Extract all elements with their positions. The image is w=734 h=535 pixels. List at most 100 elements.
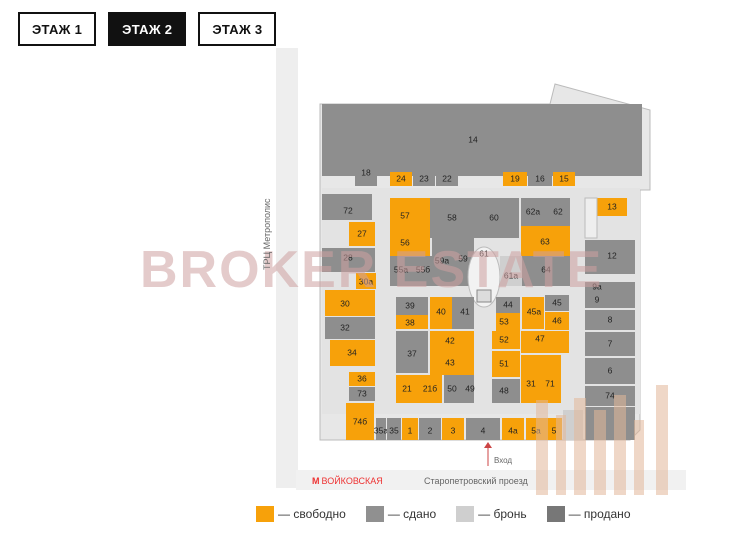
unit[interactable] — [492, 351, 520, 377]
unit[interactable] — [355, 160, 377, 186]
tab-floor-3[interactable]: ЭТАЖ 3 — [198, 12, 277, 46]
unit[interactable] — [521, 355, 541, 403]
unit[interactable] — [325, 317, 375, 339]
unit[interactable] — [452, 297, 474, 329]
unit[interactable] — [390, 234, 430, 256]
unit[interactable] — [430, 351, 474, 375]
unit-label: 45 — [552, 297, 562, 307]
unit-label: 27 — [357, 228, 367, 238]
unit[interactable] — [322, 194, 372, 220]
unit-label: 9а — [592, 281, 602, 291]
unit[interactable] — [430, 198, 475, 238]
unit[interactable] — [496, 313, 520, 331]
unit[interactable] — [585, 282, 635, 292]
unit[interactable] — [522, 297, 544, 329]
unit[interactable] — [597, 198, 627, 216]
unit-label: 59а — [435, 255, 449, 265]
legend-sold: — продано — [546, 506, 631, 522]
legend-label-rented: — сдано — [387, 507, 437, 521]
unit[interactable] — [528, 172, 552, 186]
unit[interactable] — [585, 240, 635, 274]
unit-label: 55а — [394, 264, 408, 274]
street-strip — [276, 48, 298, 488]
unit[interactable] — [492, 331, 520, 349]
unit-label: 3 — [451, 425, 456, 435]
unit[interactable] — [442, 418, 464, 440]
unit[interactable] — [444, 375, 458, 403]
unit[interactable] — [436, 172, 458, 186]
unit[interactable] — [500, 256, 522, 286]
unit[interactable] — [349, 222, 375, 246]
unit[interactable] — [349, 372, 375, 386]
unit-label: 39 — [405, 300, 415, 310]
unit[interactable] — [475, 198, 519, 238]
unit[interactable] — [503, 172, 527, 186]
unit[interactable] — [585, 358, 635, 384]
legend-swatch-reserved — [456, 506, 475, 522]
unit[interactable] — [325, 290, 375, 316]
unit-label: 38 — [405, 317, 415, 327]
unit[interactable] — [419, 418, 441, 440]
unit-label: 6 — [608, 365, 613, 375]
unit-label: 4а — [508, 425, 518, 435]
unit[interactable] — [349, 387, 375, 401]
unit-label: 51 — [499, 358, 509, 368]
unit[interactable] — [466, 418, 500, 440]
tab-floor-1[interactable]: ЭТАЖ 1 — [18, 12, 97, 46]
unit[interactable] — [430, 297, 452, 329]
unit[interactable] — [418, 375, 442, 403]
unit[interactable] — [502, 418, 524, 440]
unit[interactable] — [413, 172, 435, 186]
unit[interactable] — [390, 256, 412, 286]
unit[interactable] — [496, 297, 520, 313]
unit[interactable] — [390, 172, 412, 186]
unit[interactable] — [546, 198, 570, 226]
unit-label: 72 — [343, 205, 353, 215]
unit-label: 42 — [445, 335, 455, 345]
unit[interactable] — [432, 238, 452, 286]
unit-label: 47 — [535, 333, 545, 343]
unit[interactable] — [387, 418, 401, 440]
unit[interactable] — [521, 226, 570, 256]
unit[interactable] — [585, 292, 635, 308]
unit[interactable] — [390, 198, 430, 234]
unit[interactable] — [585, 407, 635, 440]
tab-floor-2[interactable]: ЭТАЖ 2 — [108, 12, 187, 46]
unit[interactable] — [402, 418, 418, 440]
unit-label: 24 — [396, 173, 406, 183]
unit[interactable] — [430, 331, 474, 351]
unit[interactable] — [585, 310, 635, 330]
unit[interactable] — [521, 198, 546, 226]
unit[interactable] — [396, 297, 428, 315]
unit[interactable] — [396, 375, 418, 403]
unit[interactable] — [396, 331, 428, 373]
watermark-bars — [536, 385, 668, 495]
legend-swatch-sold — [546, 506, 565, 522]
unit[interactable] — [396, 315, 428, 329]
unit[interactable] — [545, 312, 569, 330]
unit[interactable] — [541, 355, 561, 403]
unit-label: 73 — [357, 388, 367, 398]
unit-label: 62а — [526, 206, 540, 216]
mall-label: ТРЦ Метрополис — [262, 198, 272, 270]
unit[interactable] — [322, 248, 375, 272]
unit[interactable] — [376, 418, 386, 440]
unit[interactable] — [458, 375, 474, 403]
unit-label: 53 — [499, 316, 509, 326]
unit-label: 71 — [545, 378, 555, 388]
unit[interactable] — [330, 340, 375, 366]
unit-label: 13 — [607, 201, 617, 211]
unit-label: 57 — [400, 210, 410, 220]
unit-label: 44 — [503, 299, 513, 309]
unit[interactable] — [346, 403, 374, 440]
unit[interactable] — [356, 273, 376, 289]
unit[interactable] — [585, 332, 635, 356]
unit[interactable] — [412, 256, 432, 286]
unit[interactable] — [553, 172, 575, 186]
unit[interactable] — [522, 256, 570, 286]
unit[interactable] — [545, 295, 569, 311]
unit[interactable] — [521, 331, 569, 353]
unit[interactable] — [492, 379, 520, 403]
